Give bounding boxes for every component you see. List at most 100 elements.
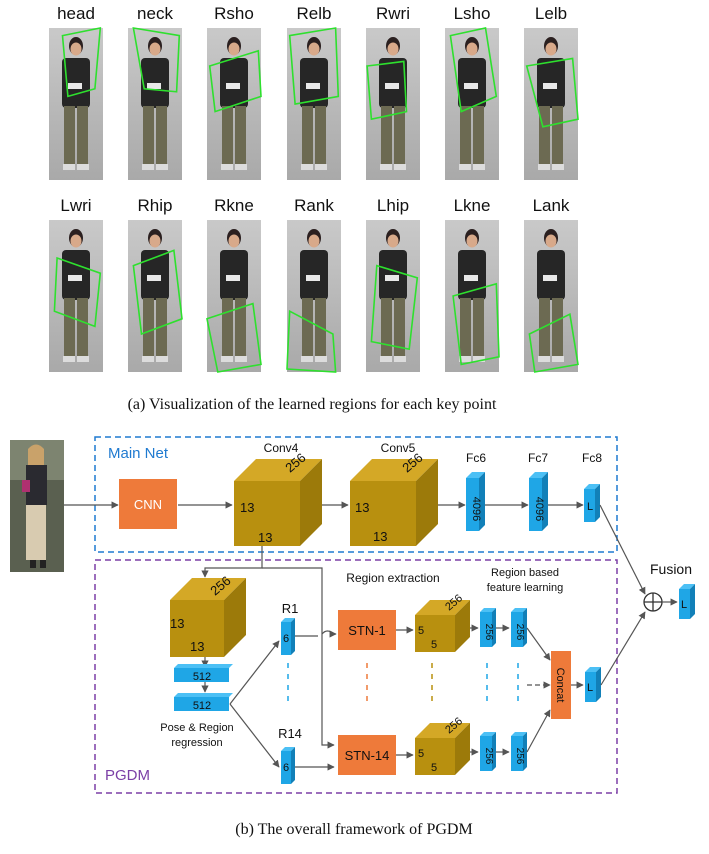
conv4-title: Conv4 [264,441,299,455]
caption-b: (b) The overall framework of PGDM [235,821,472,838]
keypoint-thumbnail: Rwri [366,4,420,180]
pose-label-2: regression [171,737,222,749]
r14-value: 6 [283,762,289,774]
keypoint-thumbnail: Rank [286,196,341,373]
r14-block [281,747,295,784]
l-fusion-block [679,584,695,619]
small-cube-14-w: 5 [431,762,437,774]
learned-region-box [366,60,408,121]
keypoint-label: Relb [297,4,332,23]
fc7-value: 4096 [533,497,545,521]
keypoint-thumbnail: Lkne [445,196,500,372]
arrow-l-fusion [600,611,646,686]
fc7-block [529,472,548,531]
keypoint-label: neck [137,4,173,23]
learned-region-box [288,27,340,105]
pgdm-cube-width: 13 [190,639,204,654]
keypoint-label: Rwri [376,4,410,23]
learned-region-box [370,264,419,351]
region-feature-label-1: Region based [491,567,559,579]
keypoint-label: Rank [294,196,334,215]
main-net-label: Main Net [108,445,169,462]
fc512-b-label: 512 [193,700,211,712]
learned-region-box [286,309,337,373]
input-person-image [10,440,64,572]
pgdm-label: PGDM [105,767,150,784]
keypoint-thumbnail: Rsho [207,4,262,180]
fc256-top-b-label: 256 [514,624,525,641]
pose-label-1: Pose & Region [160,722,233,734]
small-cube-1-h: 5 [418,625,424,637]
keypoint-thumbnail: Lelb [524,4,579,180]
cnn-label: CNN [134,497,162,512]
concat-label: Concat [554,668,566,703]
keypoint-thumbnail: Lsho [445,4,499,180]
conv5-title: Conv5 [381,441,416,455]
region-extraction-label: Region extraction [346,571,439,585]
learned-region-box [528,313,579,373]
pgdm-cube-height: 13 [170,616,184,631]
learned-region-box [452,282,500,366]
fc8-block [584,484,600,522]
arrow-fc-bottom-concat [526,709,551,753]
concat-block [551,651,571,719]
pgdm-cube [170,578,246,657]
keypoint-label: Lank [533,196,570,215]
fc8-value: L [587,501,593,513]
region-feature-label-2: feature learning [487,582,563,594]
fc256-bottom-b-label: 256 [514,748,525,765]
keypoint-thumbnail: Lank [524,196,579,373]
l-fusion-label: L [681,599,687,611]
keypoint-thumbnail: Lwri [49,196,103,372]
stn1-block [338,610,396,650]
small-cube-14 [415,723,470,775]
stn14-label: STN-14 [345,748,390,763]
fc6-block [466,472,485,531]
learned-region-box [208,49,262,113]
fc256-bottom-a-label: 256 [483,748,494,765]
r14-title: R14 [278,726,302,741]
learned-region-box [132,27,181,93]
keypoint-thumbnail: head [49,4,103,180]
small-cube-1-w: 5 [431,639,437,651]
arrow-conv4-pgdm [201,546,263,578]
learned-region-box [132,249,183,336]
learned-region-box [206,302,262,373]
caption-a: (a) Visualization of the learned regions… [128,396,497,413]
fc512-block-b [174,693,233,711]
fc8-title: Fc8 [582,451,602,465]
keypoint-label: Lsho [454,4,491,23]
stn1-label: STN-1 [348,623,386,638]
keypoint-thumbnail: neck [128,4,182,180]
arrow-fc512-r1 [229,640,280,705]
fc256-top-b [511,608,527,647]
fc256-bottom-b [511,732,527,771]
keypoint-label: Lkne [454,196,491,215]
fc6-title: Fc6 [466,451,486,465]
r1-title: R1 [282,601,299,616]
keypoint-label: Rhip [138,196,173,215]
conv5-cube [350,459,438,546]
fc7-title: Fc7 [528,451,548,465]
main-net-box [94,436,618,553]
learned-region-box [53,256,102,328]
arrow-fc8-fusion [599,504,646,595]
arrow-conv4-stn14 [262,567,335,749]
pgdm-box [94,559,618,794]
fc256-top-a-label: 256 [483,624,494,641]
keypoint-label: Rsho [214,4,254,23]
arrow-fc-top-concat [526,627,551,661]
l-pgdm-label: L [587,682,593,694]
fc512-block-a [174,664,233,682]
fc512-a-label: 512 [193,671,211,683]
small-cube-1 [415,600,470,652]
l-pgdm-block [585,667,601,702]
fc256-bottom-a [480,732,496,771]
keypoint-thumbnail: Relb [287,4,341,180]
learned-region-box [525,57,579,128]
conv4-height: 13 [240,500,254,515]
learned-region-box [61,27,102,98]
keypoint-label: Lelb [535,4,567,23]
